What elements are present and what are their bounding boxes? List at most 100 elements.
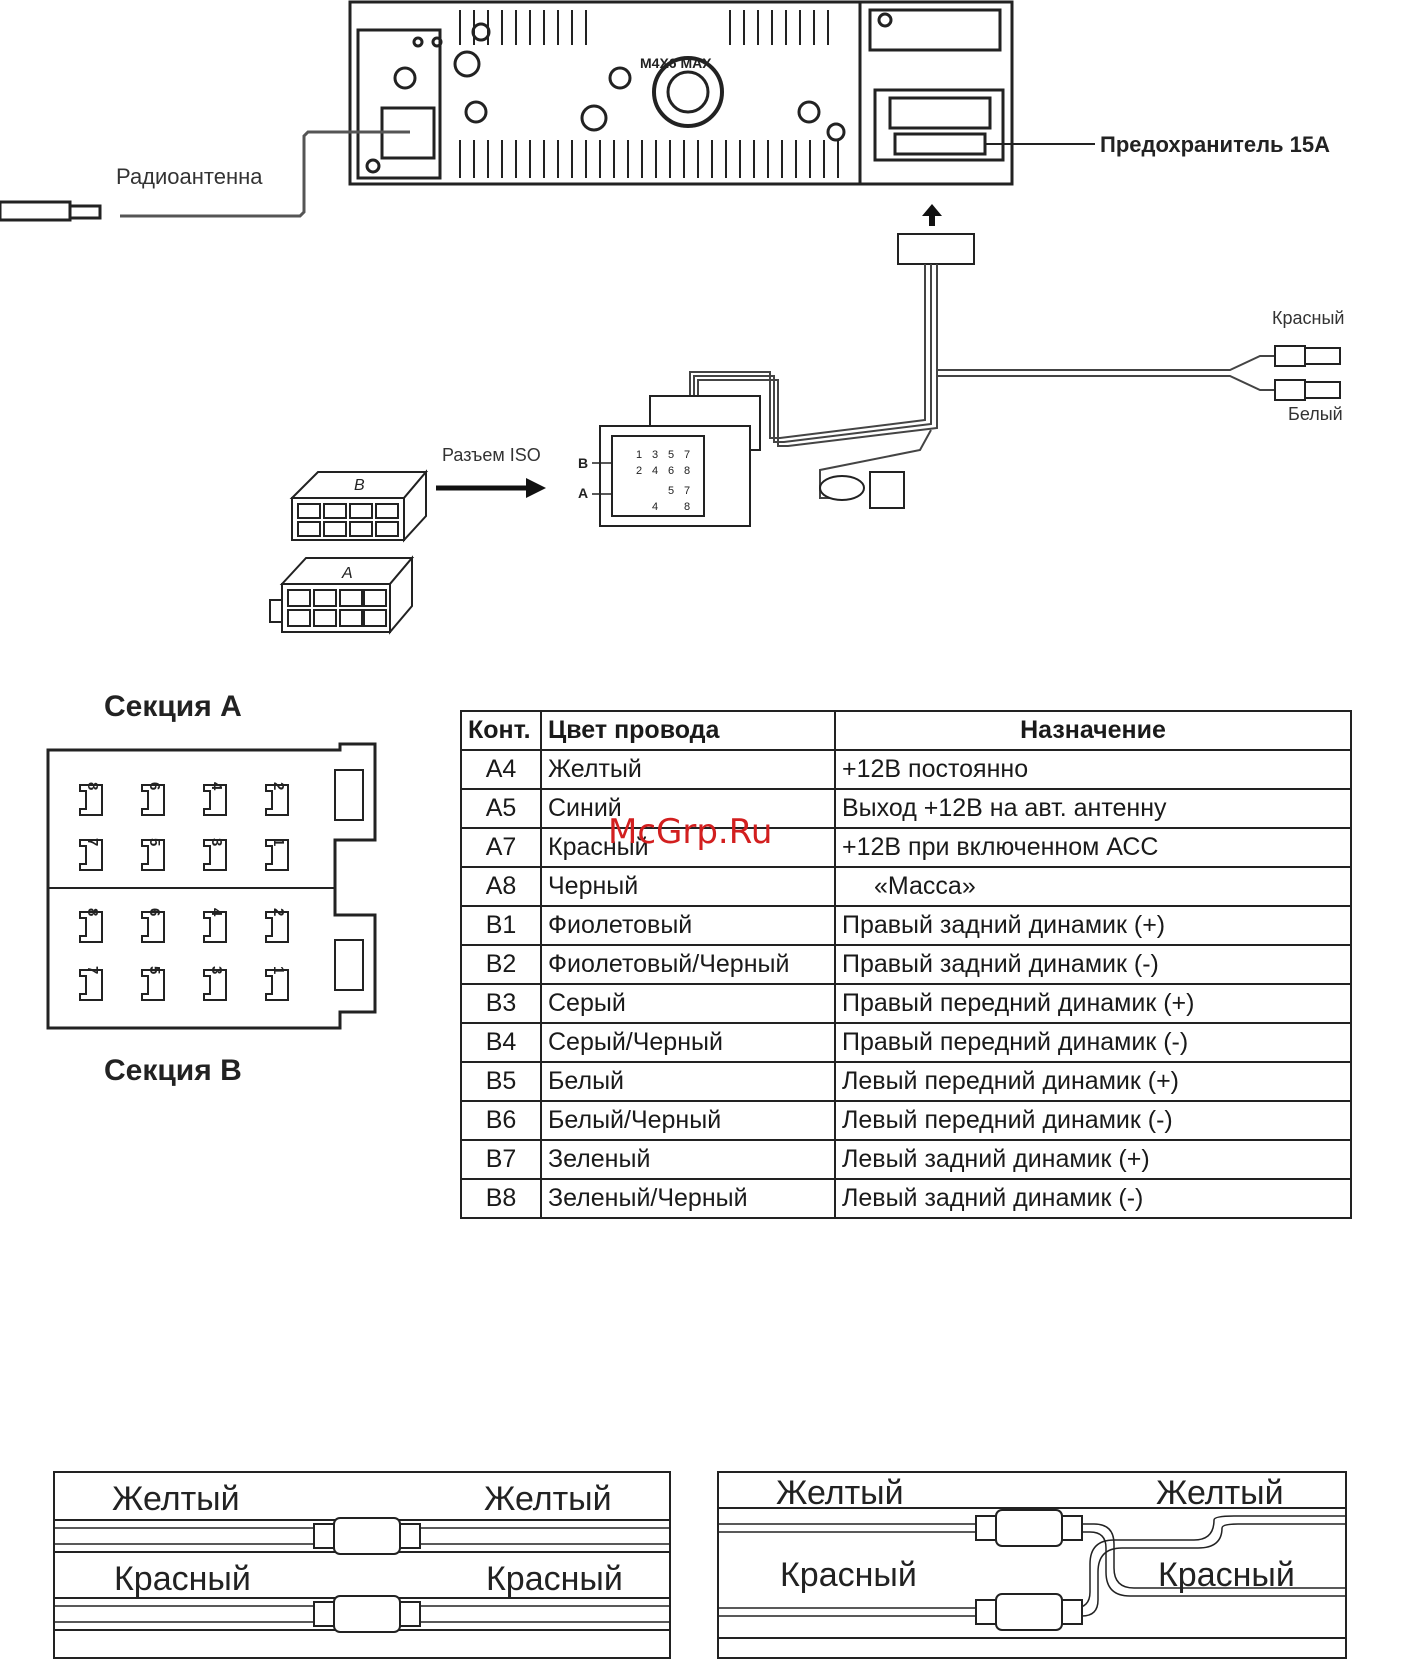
purpose-cell: Левый задний динамик (-) <box>834 1178 1352 1219</box>
svg-text:5: 5 <box>668 449 674 461</box>
connector-a: A <box>269 555 415 635</box>
pin-cell: А7 <box>460 827 542 868</box>
svg-text:2: 2 <box>636 465 642 477</box>
purpose-cell: Левый задний динамик (+) <box>834 1139 1352 1180</box>
pin-cell: В5 <box>460 1061 542 1102</box>
table-header-row: Конт. Цвет провода Назначение <box>460 710 1352 751</box>
wire-label: Красный <box>486 1560 623 1598</box>
table-header: Назначение <box>834 710 1352 751</box>
table-header: Цвет провода <box>540 710 836 751</box>
rca-plugs <box>1274 345 1341 401</box>
table-header: Конт. <box>460 710 542 751</box>
red-rca-label: Красный <box>1272 308 1345 328</box>
wiring-diagram-left <box>53 1471 671 1659</box>
pin-cell: В3 <box>460 983 542 1024</box>
right-arrow-icon <box>436 478 546 498</box>
inline-fuse <box>819 471 905 509</box>
pin-cell: В2 <box>460 944 542 985</box>
pin-cell: В1 <box>460 905 542 946</box>
svg-text:2: 2 <box>270 782 287 790</box>
fuse-label: Предохранитель 15А <box>1100 132 1331 157</box>
wire-color-cell: Синий <box>540 788 836 829</box>
purpose-cell: «Масса» <box>834 866 1352 907</box>
purpose-cell: Левый передний динамик (-) <box>834 1100 1352 1141</box>
svg-text:5: 5 <box>146 838 163 846</box>
pinout-diagram: 8 6 4 2 7 5 3 1 8 6 4 2 7 5 3 1 <box>46 742 377 1030</box>
conn-b-label: B <box>578 455 588 471</box>
svg-text:4: 4 <box>652 465 658 477</box>
wire-color-cell: Желтый <box>540 749 836 790</box>
wire-color-cell: Зеленый <box>540 1139 836 1180</box>
wire-label: Желтый <box>776 1474 904 1512</box>
pin-cell: А5 <box>460 788 542 829</box>
purpose-cell: Правый задний динамик (-) <box>834 944 1352 985</box>
purpose-cell: +12В при включенном АСС <box>834 827 1352 868</box>
antenna-cable <box>0 130 410 222</box>
svg-text:1: 1 <box>636 449 642 461</box>
radio-chassis <box>348 0 1014 186</box>
wire-label: Желтый <box>484 1480 612 1518</box>
svg-text:7: 7 <box>684 449 690 461</box>
pin-cell: А8 <box>460 866 542 907</box>
svg-text:7: 7 <box>684 485 690 497</box>
max-text: M4X6 MAX <box>640 55 712 71</box>
svg-text:3: 3 <box>208 838 225 846</box>
iso-label: Разъем ISO <box>442 445 541 465</box>
svg-text:8: 8 <box>84 782 101 790</box>
wire-label: Желтый <box>1156 1474 1284 1512</box>
svg-text:6: 6 <box>668 465 674 477</box>
wiring-diagram-right <box>717 1471 1347 1659</box>
svg-text:6: 6 <box>146 782 163 790</box>
pin-cell: В6 <box>460 1100 542 1141</box>
svg-text:3: 3 <box>652 449 658 461</box>
svg-text:5: 5 <box>668 485 674 497</box>
wire-color-cell: Красный <box>540 827 836 868</box>
up-arrow-icon <box>922 204 942 226</box>
white-rca-label: Белый <box>1288 404 1343 424</box>
svg-text:8: 8 <box>684 501 690 513</box>
wire-color-cell: Зеленый/Черный <box>540 1178 836 1219</box>
wire-label: Красный <box>114 1560 251 1598</box>
section-a-title: Секция А <box>104 690 242 723</box>
wire-color-cell: Фиолетовый/Черный <box>540 944 836 985</box>
purpose-cell: Правый передний динамик (+) <box>834 983 1352 1024</box>
connector-b: B <box>289 469 429 543</box>
wire-color-cell: Черный <box>540 866 836 907</box>
pin-cell: В7 <box>460 1139 542 1180</box>
wire-color-cell: Фиолетовый <box>540 905 836 946</box>
purpose-cell: Левый передний динамик (+) <box>834 1061 1352 1102</box>
watermark: McGrp.Ru <box>608 812 773 852</box>
svg-text:4: 4 <box>208 782 225 791</box>
pin-cell: В4 <box>460 1022 542 1063</box>
pin-cell: В8 <box>460 1178 542 1219</box>
purpose-cell: Правый передний динамик (-) <box>834 1022 1352 1063</box>
section-b-title: Секция В <box>104 1054 242 1087</box>
svg-text:8: 8 <box>684 465 690 477</box>
svg-text:1: 1 <box>270 838 287 846</box>
purpose-cell: Правый задний динамик (+) <box>834 905 1352 946</box>
wire-label: Красный <box>1158 1556 1295 1594</box>
wire-color-cell: Белый/Черный <box>540 1100 836 1141</box>
fuse-plug <box>897 233 975 265</box>
wire-label: Красный <box>780 1556 917 1594</box>
purpose-cell: +12В постоянно <box>834 749 1352 790</box>
conn-a-label: A <box>578 485 588 501</box>
wire-color-cell: Белый <box>540 1061 836 1102</box>
svg-text:B: B <box>354 477 365 494</box>
antenna-label: Радиоантенна <box>116 164 263 189</box>
wire-color-cell: Серый/Черный <box>540 1022 836 1063</box>
